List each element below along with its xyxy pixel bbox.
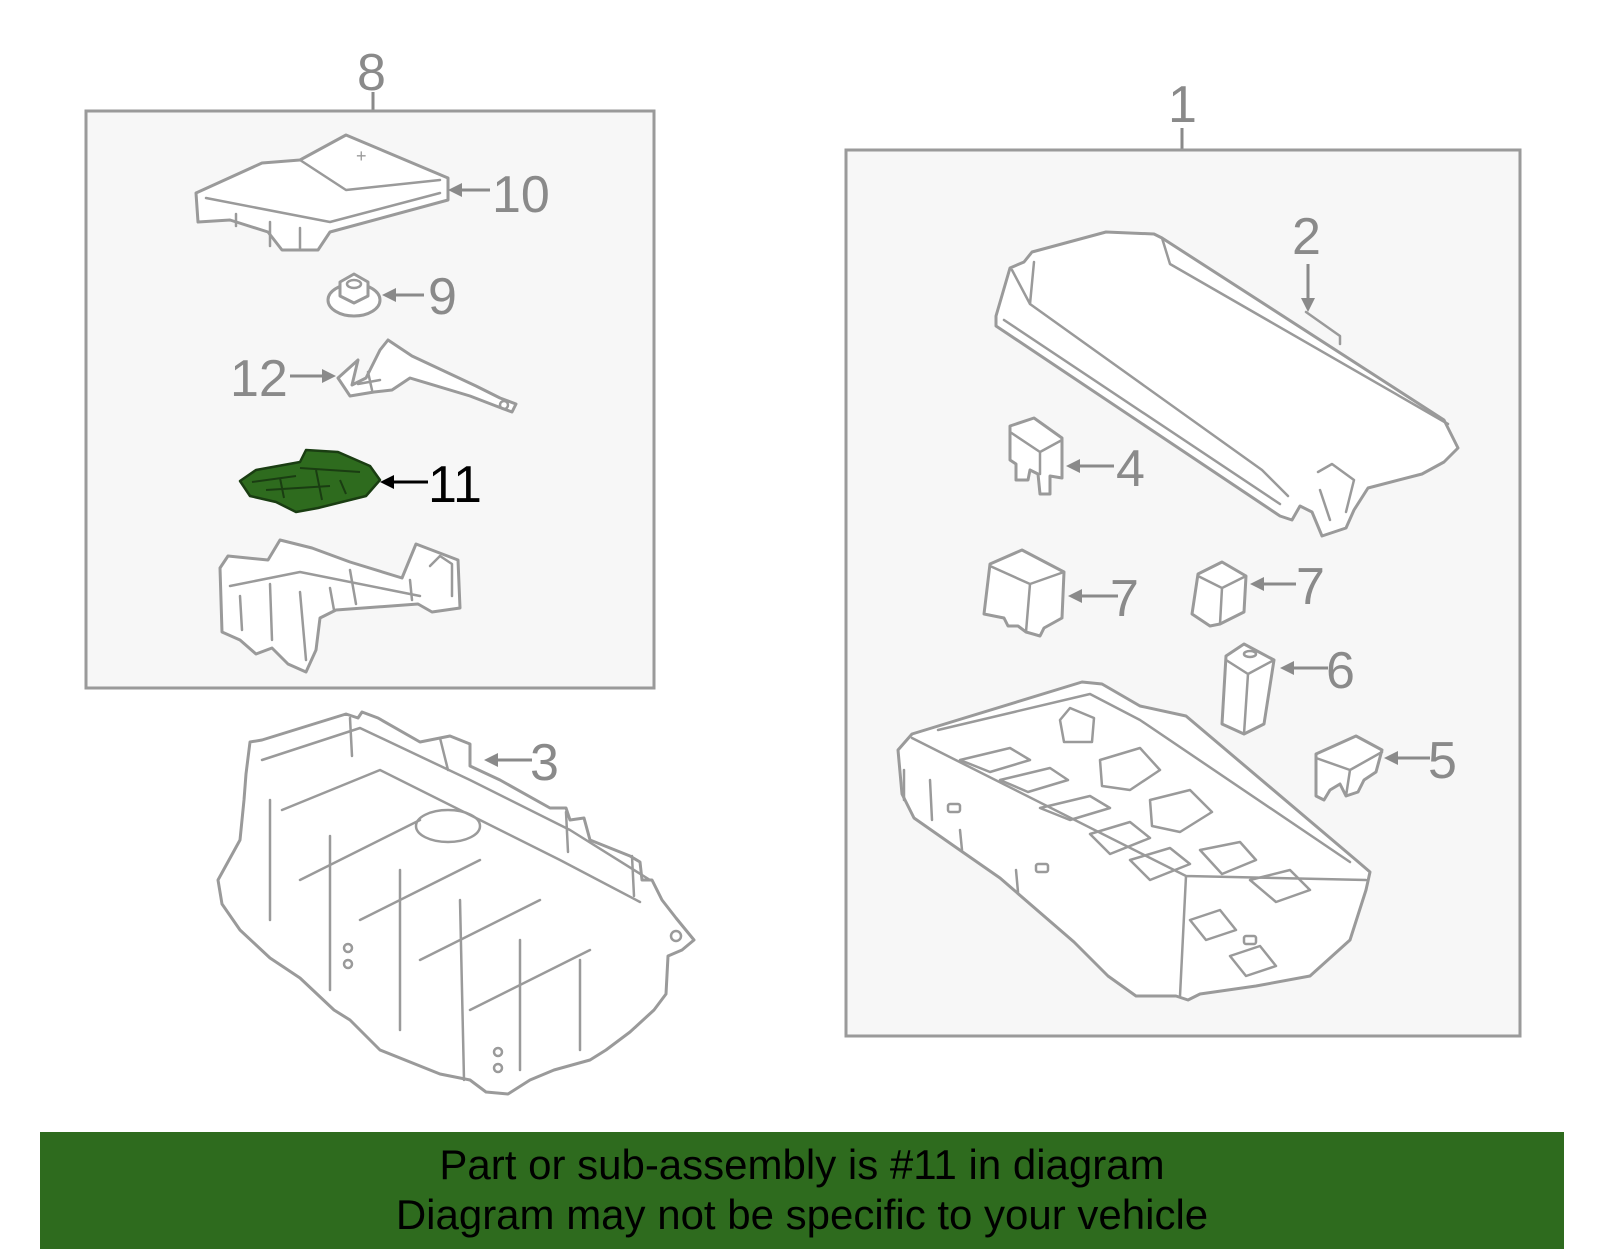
part-12-cable[interactable]	[336, 338, 518, 414]
part-11-highlighted[interactable]	[238, 448, 382, 514]
callout-3[interactable]: 3	[530, 734, 559, 792]
callout-8[interactable]: 8	[357, 44, 386, 102]
part-7-relay-small[interactable]	[1190, 560, 1248, 628]
arrow-3	[484, 753, 532, 767]
banner-line-2: Diagram may not be specific to your vehi…	[395, 1191, 1209, 1238]
part-9-nut[interactable]	[326, 272, 382, 318]
part-6-fuse[interactable]	[1220, 642, 1276, 736]
banner-line-1: Part or sub-assembly is #11 in diagram	[439, 1141, 1165, 1188]
arrow-9	[382, 288, 424, 302]
arrow-6	[1280, 661, 1328, 675]
arrow-11	[380, 475, 428, 489]
callout-11[interactable]: 11	[428, 456, 482, 514]
arrow-4	[1066, 459, 1114, 473]
part-8-base[interactable]	[218, 538, 462, 674]
callout-2[interactable]: 2	[1292, 208, 1321, 266]
callout-1[interactable]: 1	[1168, 76, 1197, 134]
banner-background	[40, 1132, 1564, 1249]
info-banner: Part or sub-assembly is #11 in diagram D…	[40, 1132, 1564, 1249]
arrow-7a	[1068, 589, 1118, 603]
arrow-2	[1301, 264, 1315, 312]
part-1-fuse-block[interactable]	[896, 680, 1372, 1002]
callout-9[interactable]: 9	[428, 268, 457, 326]
callout-5[interactable]: 5	[1428, 732, 1457, 790]
arrow-12	[290, 369, 336, 383]
svg-text:+: +	[356, 146, 367, 166]
arrow-7b	[1250, 577, 1296, 591]
part-5-fuse[interactable]	[1314, 734, 1384, 802]
callout-10[interactable]: 10	[492, 166, 550, 224]
part-3-tray[interactable]	[216, 710, 696, 1096]
arrow-10	[448, 183, 490, 197]
callout-12[interactable]: 12	[230, 350, 288, 408]
callout-7a[interactable]: 7	[1110, 570, 1139, 628]
callout-7b[interactable]: 7	[1296, 558, 1325, 616]
part-2-lid[interactable]	[994, 230, 1460, 538]
part-7-relay-large[interactable]	[982, 548, 1066, 638]
part-4-fuse[interactable]	[1008, 416, 1064, 496]
part-10-cover[interactable]: +	[194, 133, 450, 252]
arrow-5	[1384, 751, 1430, 765]
callout-6[interactable]: 6	[1326, 642, 1355, 700]
callout-4[interactable]: 4	[1116, 440, 1145, 498]
